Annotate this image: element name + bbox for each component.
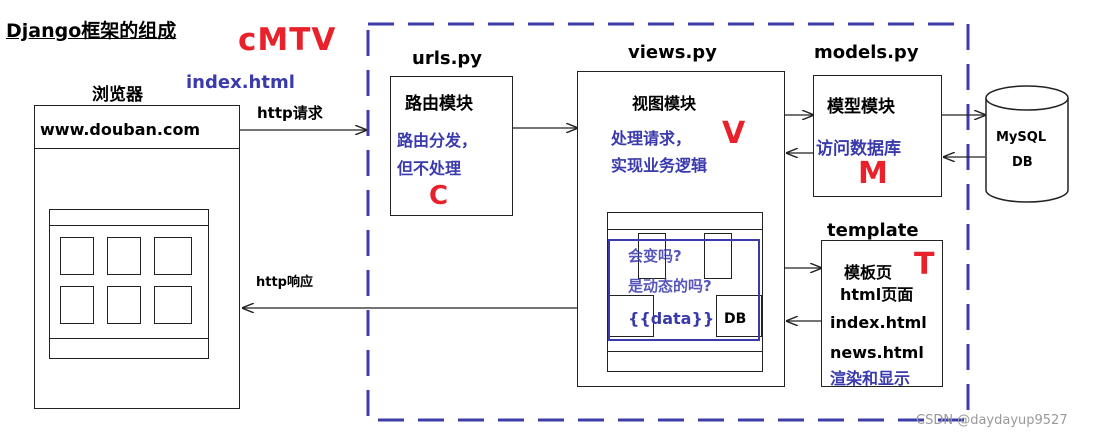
models-box: 模型模块 访问数据库 M: [813, 75, 942, 197]
page-title: Django框架的组成: [6, 20, 177, 42]
content-block: [154, 237, 192, 275]
browser-divider: [35, 148, 239, 149]
urls-file-label: urls.py: [412, 48, 483, 69]
urls-box: 路由模块 路由分发， 但不处理 C: [390, 76, 513, 216]
data-placeholder: {{data}}: [628, 309, 715, 328]
watermark: CSDN @daydayup9527: [916, 413, 1068, 428]
dashed-frame: [366, 22, 970, 422]
views-title: 视图模块: [632, 94, 697, 113]
view-letter: V: [722, 116, 746, 151]
template-line-4: 渲染和显示: [830, 369, 911, 388]
controller-letter: C: [429, 181, 449, 211]
http-request-label: http请求: [257, 104, 323, 122]
models-title: 模型模块: [827, 97, 895, 117]
browser-label: 浏览器: [92, 85, 143, 105]
urls-title: 路由模块: [405, 94, 473, 114]
views-desc-2: 实现业务逻辑: [611, 156, 708, 175]
browser-page-content: [49, 209, 209, 359]
content-block: [60, 237, 94, 275]
http-response-label: http响应: [256, 275, 313, 290]
db-label-1: MySQL: [996, 130, 1047, 145]
db-label-2: DB: [1012, 155, 1033, 170]
content-block: [107, 286, 141, 324]
models-desc: 访问数据库: [816, 139, 901, 159]
views-db-label: DB: [724, 311, 747, 327]
dynamic-highlight: [608, 239, 760, 341]
views-box: 视图模块 处理请求， V 实现业务逻辑 会变吗? 是动态的吗? {{data}}…: [577, 71, 785, 387]
cmtv-label: cMTV: [238, 22, 337, 58]
views-file-label: views.py: [628, 42, 717, 63]
urls-desc-1: 路由分发，: [397, 131, 478, 150]
browser-url: www.douban.com: [40, 120, 201, 139]
model-letter: M: [858, 156, 888, 191]
models-file-label: models.py: [814, 42, 919, 63]
browser-window: www.douban.com: [34, 105, 240, 409]
template-title: 模板页: [844, 263, 893, 282]
template-line-1: html页面: [840, 285, 914, 304]
content-block: [107, 237, 141, 275]
views-desc-1: 处理请求，: [611, 129, 692, 148]
template-box: 模板页 T html页面 index.html news.html 渲染和显示: [821, 240, 943, 388]
dynamic-question-2: 是动态的吗?: [628, 277, 712, 295]
dynamic-question-1: 会变吗?: [628, 247, 682, 265]
views-page-mock: 会变吗? 是动态的吗? {{data}} DB: [607, 212, 763, 372]
database-cylinder: [985, 85, 1069, 203]
template-letter: T: [914, 247, 935, 282]
urls-desc-2: 但不处理: [397, 159, 462, 178]
template-file-label: template: [827, 220, 919, 241]
template-line-2: index.html: [830, 313, 927, 332]
template-line-3: news.html: [830, 343, 924, 362]
content-block: [154, 286, 192, 324]
content-block: [60, 286, 94, 324]
index-html-label: index.html: [186, 72, 295, 93]
